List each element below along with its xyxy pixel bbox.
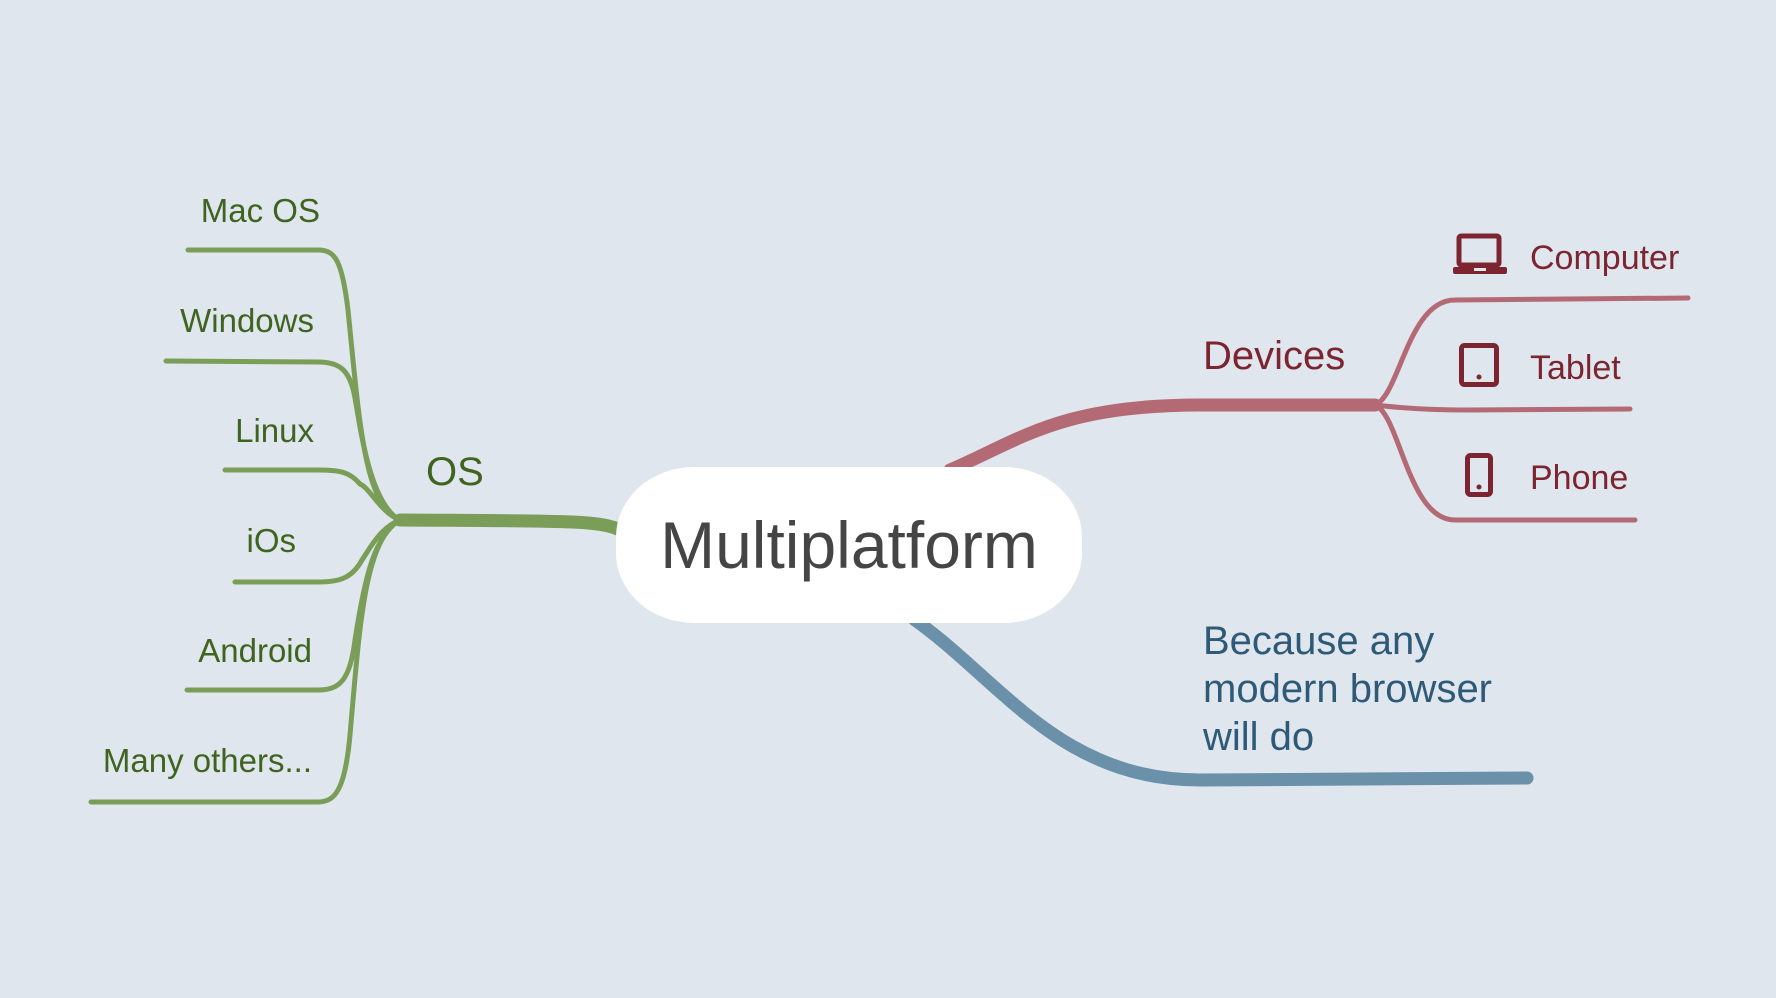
- os-topic[interactable]: OS: [426, 450, 484, 494]
- device-item-phone[interactable]: Phone: [1530, 459, 1629, 497]
- os-item-linux[interactable]: Linux: [235, 412, 314, 449]
- device-item-computer[interactable]: Computer: [1530, 239, 1680, 277]
- laptop-icon: [1452, 233, 1508, 282]
- devices-line-computer: [1372, 295, 1691, 408]
- devices-line-phone: [1372, 402, 1638, 523]
- os-item-ios[interactable]: iOs: [246, 522, 297, 559]
- device-item-tablet[interactable]: Tablet: [1530, 349, 1621, 387]
- browser-topic[interactable]: Because any modern browser will do: [1203, 617, 1563, 761]
- browser-topic-line-3: will do: [1203, 715, 1315, 759]
- os-line-linux: [222, 467, 403, 523]
- browser-branch-lines: [908, 613, 1534, 787]
- os-item-mac-os[interactable]: Mac OS: [200, 192, 320, 229]
- central-topic[interactable]: Multiplatform: [616, 467, 1082, 623]
- browser-main-branch: [908, 613, 1534, 787]
- tablet-icon: [1459, 343, 1499, 392]
- browser-topic-line-1: Because any: [1203, 619, 1435, 663]
- devices-main-branch: [943, 398, 1382, 477]
- phone-icon: [1465, 453, 1493, 502]
- os-branch-lines: [88, 247, 627, 805]
- os-line-mac-os: [185, 247, 403, 523]
- browser-topic-line-2: modern browser: [1203, 667, 1493, 711]
- os-line-many-others: [88, 517, 403, 805]
- os-line-windows: [163, 358, 403, 523]
- os-main-branch: [393, 513, 627, 537]
- devices-line-tablet: [1372, 402, 1633, 413]
- os-item-android[interactable]: Android: [198, 632, 312, 669]
- devices-topic[interactable]: Devices: [1203, 334, 1346, 378]
- devices-branch-lines: [943, 295, 1691, 523]
- os-item-windows[interactable]: Windows: [180, 302, 314, 339]
- os-line-ios: [232, 517, 403, 585]
- os-item-many-others[interactable]: Many others...: [102, 742, 312, 779]
